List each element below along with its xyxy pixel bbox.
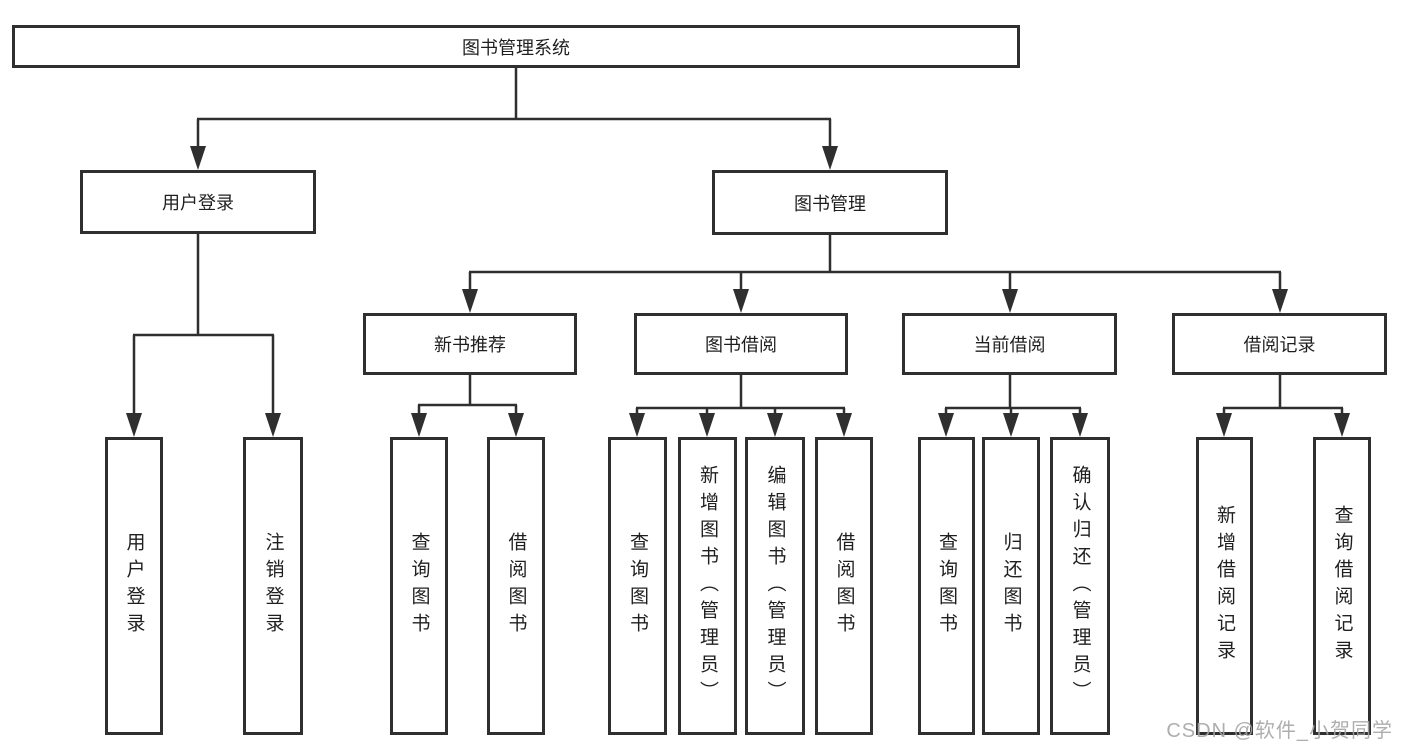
node-label: 用户登录 [162,193,234,213]
leaf-label: 查询图书 [408,532,430,640]
node-book-management: 图书管理 [712,170,948,235]
leaf-add-books-admin: 新增图书（管理员） [678,437,737,735]
tree-edges [132,68,1344,419]
node-label: 借阅记录 [1243,335,1316,355]
node-user-login: 用户登录 [80,170,316,234]
leaf-label: 用户登录 [123,532,145,640]
csdn-watermark: CSDN @软件_小贺同学 [1166,720,1393,742]
node-borrow-records: 借阅记录 [1172,313,1387,375]
leaf-query-books-current: 查询图书 [918,437,975,735]
leaf-add-borrow-record: 新增借阅记录 [1196,437,1253,735]
node-new-book-recommend: 新书推荐 [363,313,577,375]
leaf-label: 查询借阅记录 [1331,505,1353,667]
leaf-label: 注销登录 [262,532,284,640]
node-label: 图书管理 [794,193,866,214]
leaf-query-books-borrow: 查询图书 [608,437,667,735]
leaf-label: 编辑图书（管理员） [764,464,786,708]
leaf-label: 查询图书 [936,532,957,640]
node-book-borrow: 图书借阅 [634,313,848,375]
leaf-label: 查询图书 [627,532,648,640]
leaf-label: 确认归还（管理员） [1069,464,1091,708]
node-label: 当前借阅 [973,335,1046,355]
node-library-system-root: 图书管理系统 [12,25,1020,68]
node-current-borrow: 当前借阅 [902,313,1117,375]
node-label: 图书借阅 [705,335,777,355]
leaf-return-books: 归还图书 [982,437,1040,735]
leaf-query-borrow-record: 查询借阅记录 [1313,437,1371,735]
leaf-confirm-return-admin: 确认归还（管理员） [1050,437,1110,735]
leaf-label: 新增借阅记录 [1214,505,1235,667]
leaf-borrow-books-recommend: 借阅图书 [487,437,545,735]
leaf-label: 新增图书（管理员） [697,464,718,708]
leaf-logout: 注销登录 [243,437,303,735]
node-label: 图书管理系统 [462,37,570,58]
node-label: 新书推荐 [434,335,506,355]
arrowheads [126,146,1350,437]
leaf-label: 归还图书 [1000,532,1022,640]
leaf-label: 借阅图书 [505,532,527,640]
leaf-query-books-recommend: 查询图书 [390,437,448,735]
leaf-borrow-books: 借阅图书 [815,437,873,735]
leaf-user-login: 用户登录 [105,437,163,735]
leaf-edit-books-admin: 编辑图书（管理员） [745,437,805,735]
leaf-label: 借阅图书 [833,532,855,640]
